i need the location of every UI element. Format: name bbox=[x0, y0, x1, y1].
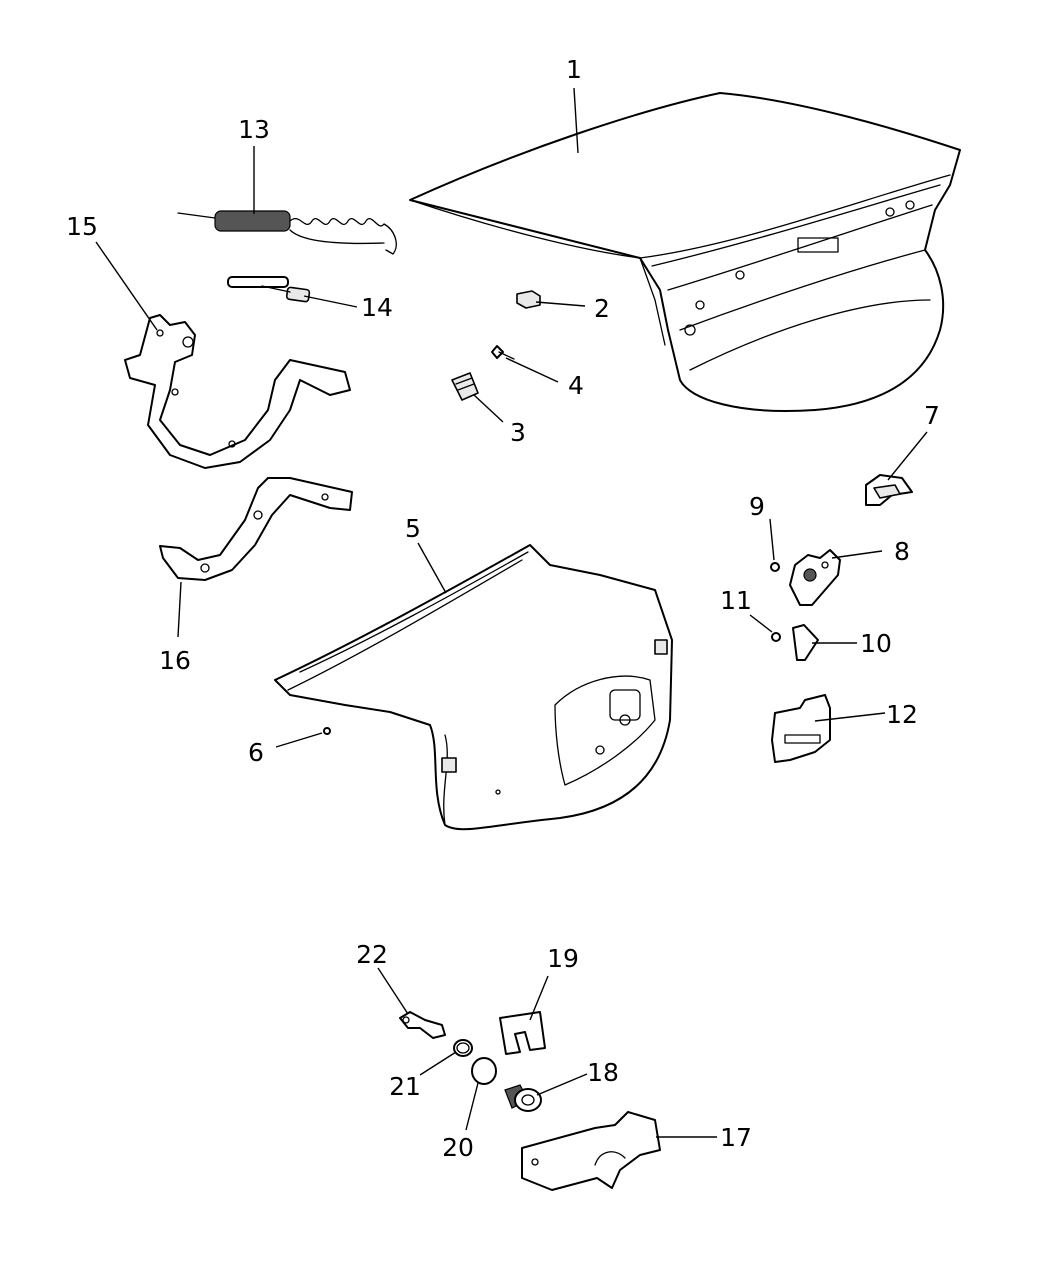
callout-5: 5 bbox=[405, 514, 421, 543]
part-7-striker-cover bbox=[865, 474, 913, 506]
leader-4 bbox=[505, 357, 559, 383]
part-2-bumper bbox=[516, 290, 541, 309]
callout-20: 20 bbox=[442, 1133, 474, 1162]
callout-3: 3 bbox=[510, 418, 526, 447]
part-17-lock-housing bbox=[521, 1111, 661, 1191]
callout-19: 19 bbox=[547, 944, 579, 973]
leader-7 bbox=[887, 431, 928, 481]
callout-8: 8 bbox=[894, 537, 910, 566]
leader-18 bbox=[536, 1073, 588, 1096]
leader-21 bbox=[419, 1051, 457, 1076]
leader-2 bbox=[535, 301, 586, 307]
leader-14 bbox=[303, 295, 358, 308]
callout-1: 1 bbox=[566, 55, 582, 84]
callout-13: 13 bbox=[238, 115, 270, 144]
leader-20 bbox=[465, 1082, 479, 1131]
part-16-hinge-lower bbox=[159, 477, 353, 581]
part-6-screw bbox=[323, 727, 331, 735]
leader-11 bbox=[749, 614, 773, 633]
callout-6: 6 bbox=[248, 738, 264, 767]
leader-3 bbox=[473, 394, 504, 423]
leader-8 bbox=[831, 550, 883, 559]
callout-22: 22 bbox=[356, 940, 388, 969]
leader-5 bbox=[417, 542, 447, 594]
callout-10: 10 bbox=[860, 629, 892, 658]
callout-17: 17 bbox=[720, 1123, 752, 1152]
callout-16: 16 bbox=[159, 646, 191, 675]
leader-12 bbox=[814, 712, 886, 722]
callout-numbers: 1 2 3 4 5 6 7 8 9 10 11 12 13 14 15 16 1… bbox=[66, 55, 940, 1162]
part-10-latch-cover bbox=[792, 624, 819, 661]
leader-16 bbox=[177, 581, 182, 638]
callout-9: 9 bbox=[749, 492, 765, 521]
part-13-spring bbox=[177, 210, 397, 255]
leader-15 bbox=[95, 241, 158, 331]
callout-11: 11 bbox=[720, 586, 752, 615]
part-18-lock-cylinder bbox=[504, 1084, 542, 1112]
callout-7: 7 bbox=[924, 401, 940, 430]
leader-19 bbox=[529, 975, 549, 1021]
leader-1 bbox=[573, 87, 579, 154]
part-8-latch bbox=[789, 549, 841, 606]
part-21-seal bbox=[453, 1039, 473, 1057]
callout-21: 21 bbox=[389, 1072, 421, 1101]
callout-2: 2 bbox=[594, 294, 610, 323]
part-19-retainer bbox=[499, 1011, 546, 1055]
callout-18: 18 bbox=[587, 1058, 619, 1087]
part-14-gas-strut bbox=[227, 276, 311, 303]
part-22-bracket bbox=[399, 1011, 446, 1039]
callout-4: 4 bbox=[568, 371, 584, 400]
part-20-o-ring bbox=[471, 1057, 497, 1085]
callout-12: 12 bbox=[886, 700, 918, 729]
leader-9 bbox=[769, 518, 775, 561]
part-4-push-pin bbox=[491, 345, 515, 360]
leader-lines bbox=[95, 87, 928, 1138]
part-1-deck-lid bbox=[409, 92, 961, 412]
part-9-bolt bbox=[770, 562, 780, 572]
leader-22 bbox=[377, 967, 409, 1015]
callout-14: 14 bbox=[361, 293, 393, 322]
part-3-clip bbox=[451, 372, 479, 401]
part-11-bolt bbox=[771, 632, 781, 642]
callout-15: 15 bbox=[66, 212, 98, 241]
part-12-striker bbox=[771, 694, 831, 763]
leader-6 bbox=[275, 732, 323, 748]
part-15-hinge-upper bbox=[124, 314, 351, 469]
part-5-lid-inner-panel bbox=[274, 544, 673, 831]
